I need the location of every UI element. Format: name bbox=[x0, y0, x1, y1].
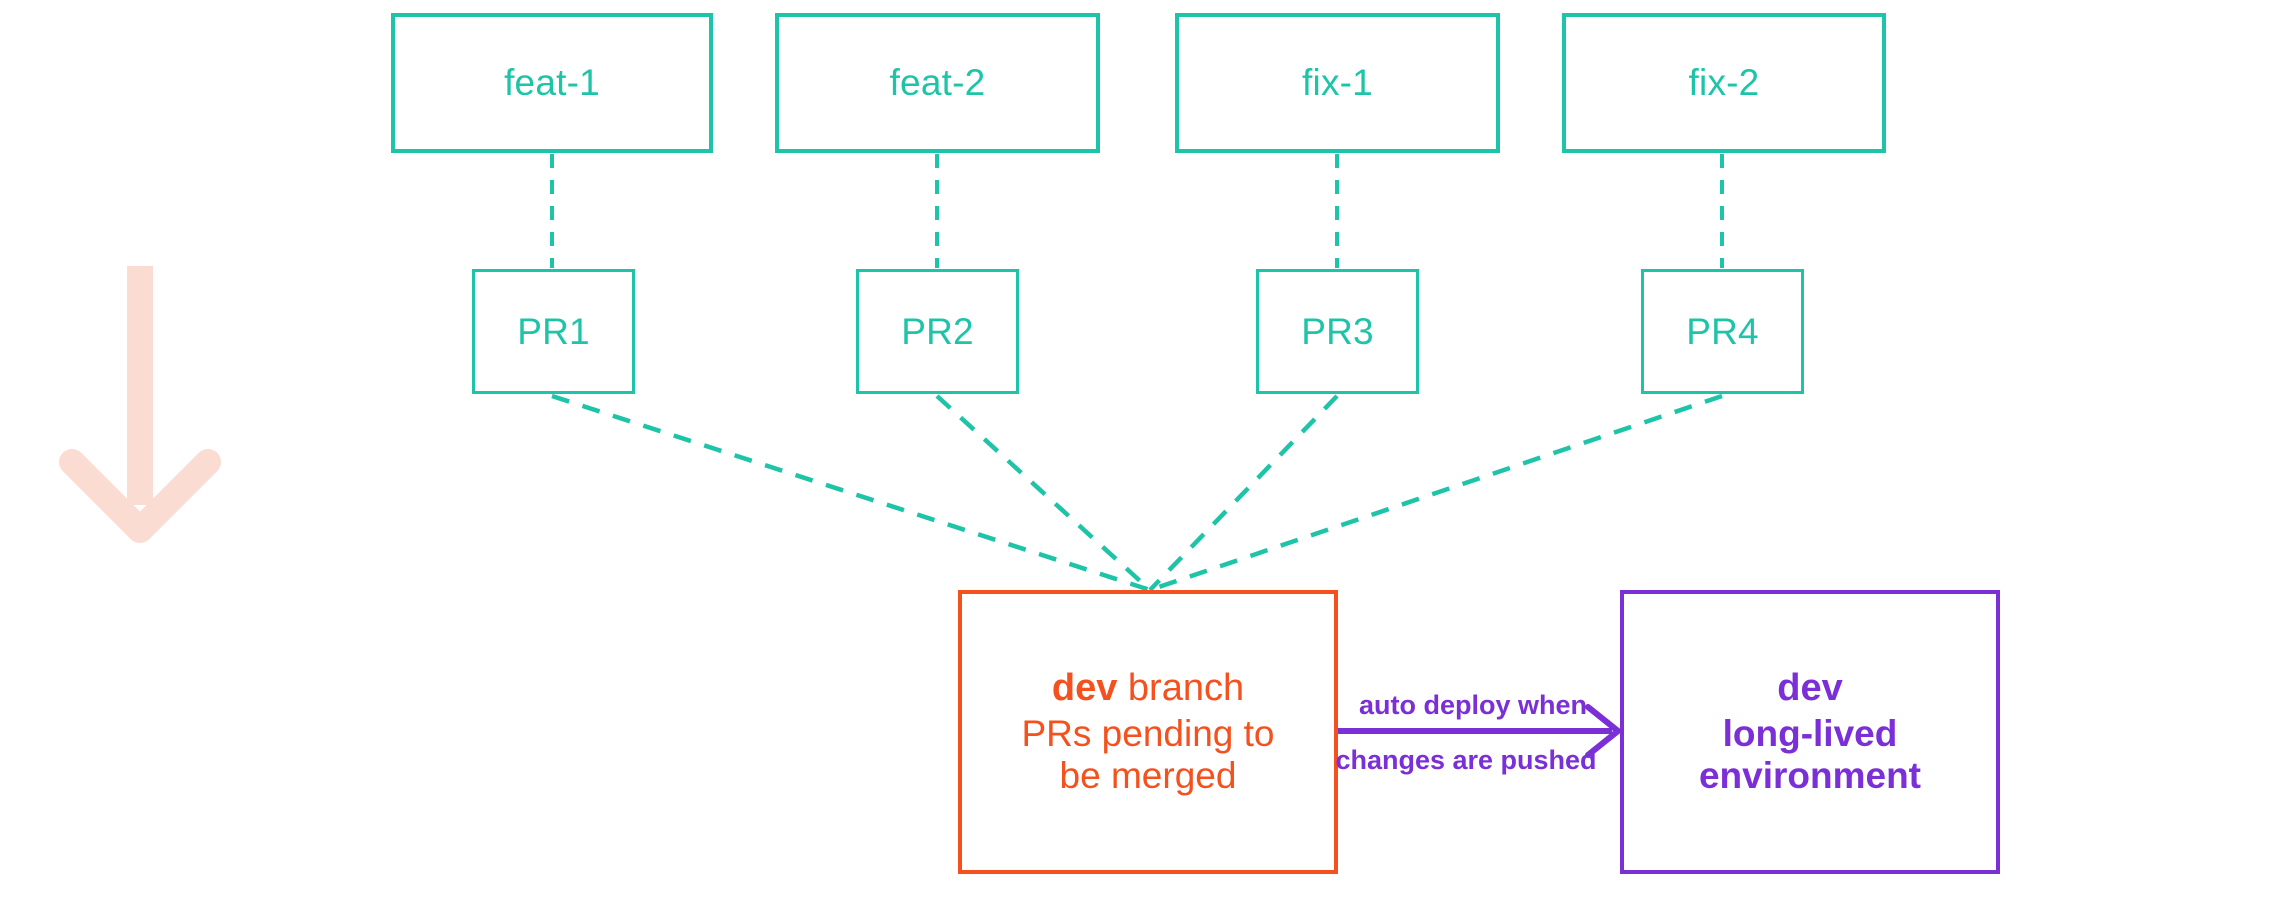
edge-pr4-to-dev-branch bbox=[1149, 393, 1723, 593]
edge-pr3-to-dev-branch bbox=[1148, 394, 1339, 592]
branch-box-feat-1[interactable]: feat-1 bbox=[391, 13, 713, 153]
pr-label: PR2 bbox=[901, 310, 974, 352]
downward-flow-arrow-icon bbox=[59, 266, 221, 543]
dev-environment-box[interactable]: dev long-lived environment bbox=[1620, 590, 2000, 874]
dev-branch-title-bold: dev bbox=[1051, 667, 1118, 710]
pr-label: PR3 bbox=[1301, 310, 1374, 352]
dev-branch-subtitle-line-2: be merged bbox=[1059, 755, 1237, 797]
dev-branch-subtitle: PRs pending to be merged bbox=[1021, 713, 1274, 798]
pr-box-pr1[interactable]: PR1 bbox=[472, 269, 635, 394]
deploy-edge-label-below: changes are pushed bbox=[1335, 745, 1597, 775]
dev-environment-subtitle: long-lived environment bbox=[1699, 713, 1921, 798]
branch-label: fix-1 bbox=[1302, 62, 1373, 103]
dev-environment-subtitle-line-1: long-lived bbox=[1722, 712, 1898, 754]
branch-label: feat-2 bbox=[889, 62, 986, 103]
dev-branch-box[interactable]: dev branch PRs pending to be merged bbox=[958, 590, 1338, 874]
edge-pr2-to-dev-branch bbox=[935, 394, 1152, 592]
branch-box-fix-1[interactable]: fix-1 bbox=[1175, 13, 1500, 153]
dev-branch-title: dev branch bbox=[1052, 666, 1244, 711]
pr-label: PR4 bbox=[1686, 310, 1759, 352]
branch-box-fix-2[interactable]: fix-2 bbox=[1562, 13, 1886, 153]
branch-label: fix-2 bbox=[1688, 62, 1760, 103]
dev-environment-title: dev bbox=[1777, 667, 1843, 710]
dev-branch-title-rest: branch bbox=[1117, 667, 1245, 710]
branch-box-feat-2[interactable]: feat-2 bbox=[775, 13, 1100, 153]
dev-environment-subtitle-line-2: environment bbox=[1698, 755, 1922, 797]
pr-box-pr3[interactable]: PR3 bbox=[1256, 269, 1419, 394]
pr-box-pr2[interactable]: PR2 bbox=[856, 269, 1019, 394]
dev-branch-subtitle-line-1: PRs pending to bbox=[1021, 712, 1275, 754]
branch-label: feat-1 bbox=[504, 62, 600, 103]
pr-label: PR1 bbox=[517, 310, 590, 352]
pr-box-pr4[interactable]: PR4 bbox=[1641, 269, 1804, 394]
deploy-edge-label-above: auto deploy when bbox=[1358, 690, 1587, 720]
edge-pr1-to-dev-branch bbox=[551, 393, 1151, 593]
